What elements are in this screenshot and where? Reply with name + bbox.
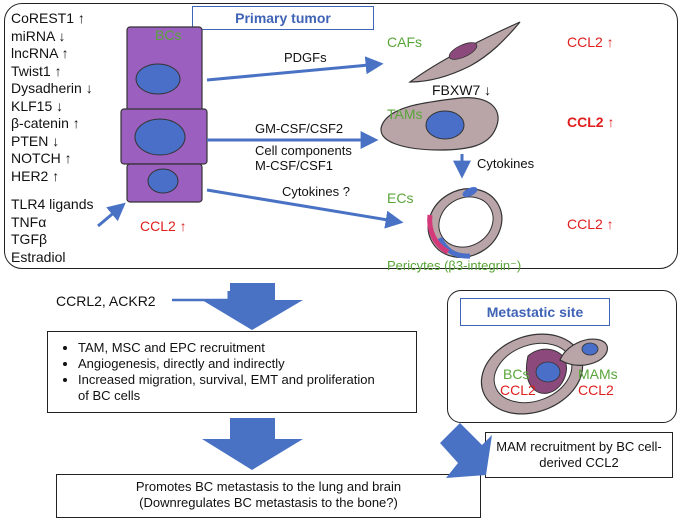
cytokines-label: Cytokines <box>477 156 535 171</box>
caf-cell <box>408 21 521 83</box>
metastatic-mam-cell <box>559 338 608 366</box>
mam-recruitment-text: MAM recruitment by BC cell-derived CCL2 <box>496 439 662 470</box>
pdgfs-label: PDGFs <box>284 50 327 65</box>
cafs-label: CAFs <box>387 34 422 50</box>
regulator-list: CoREST1 ↑ miRNA ↓ lncRNA ↑ Twist1 ↑ Dysa… <box>11 10 93 185</box>
met-bcs-label: BCs <box>503 366 530 382</box>
effect-item: Angiogenesis, directly and indirectly <box>78 356 416 372</box>
bcs-label: BCs <box>155 27 182 43</box>
primary-tumor-panel <box>4 3 678 269</box>
tams-label: TAMs <box>387 106 423 122</box>
effect-item: Increased migration, survival, EMT and p… <box>78 372 388 404</box>
mcsf-label: M-CSF/CSF1 <box>255 158 333 173</box>
metastatic-site-title: Metastatic site <box>460 298 610 326</box>
cell-components-label: Cell components <box>255 143 352 158</box>
vessel-endothelial-cells <box>427 187 503 259</box>
tam-cell <box>380 97 499 151</box>
fbxw7-label: FBXW7 ↓ <box>432 82 492 98</box>
met-mams-label: MAMs <box>578 366 618 382</box>
stimuli-list: TLR4 ligands TNFα TGFβ Estradiol <box>11 196 94 266</box>
mam-recruitment-box: MAM recruitment by BC cell-derived CCL2 <box>485 432 673 478</box>
regulator-item: Twist1 ↑ <box>11 62 62 79</box>
outcome-line-2: (Downregulates BC metastasis to the bone… <box>139 495 398 510</box>
ecs-label: ECs <box>387 190 414 206</box>
inhibitors-label: CCRL2, ACKR2 <box>56 293 156 309</box>
pericytes-label: Pericytes (β3-integrin⁻) <box>387 258 522 273</box>
effects-box: TAM, MSC and EPC recruitment Angiogenesi… <box>47 331 417 413</box>
stimuli-arrow <box>97 202 126 228</box>
bc-cell-stack <box>120 26 208 203</box>
regulator-item: NOTCH ↑ <box>11 150 72 166</box>
regulator-item: HER2 ↑ <box>11 167 60 184</box>
primary-tumor-title: Primary tumor <box>192 6 374 30</box>
metastatic-vessel <box>480 333 584 415</box>
tams-ccl2-label: CCL2 ↑ <box>567 114 615 130</box>
gmcsf-label: GM-CSF/CSF2 <box>255 121 344 136</box>
stimulus-item: TNFα <box>11 213 47 230</box>
down-arrow-lower <box>202 418 303 470</box>
bcs-ccl2-label: CCL2 ↑ <box>140 218 187 234</box>
stimulus-item: Estradiol <box>11 248 66 265</box>
stimulus-item: TGFβ <box>11 231 48 247</box>
regulator-item: CoREST1 ↑ <box>11 10 85 26</box>
cafs-ccl2-label: CCL2 ↑ <box>567 34 614 50</box>
regulator-item: PTEN ↓ <box>11 132 60 149</box>
met-mams-ccl2-label: CCL2 <box>578 382 614 398</box>
met-bcs-ccl2-label: CCL2 <box>500 382 536 398</box>
regulator-item: miRNA ↓ <box>11 27 66 44</box>
metastatic-site-panel <box>447 290 677 423</box>
regulator-item: lncRNA ↑ <box>11 45 69 61</box>
cytokines-q-arrow <box>206 188 404 229</box>
effect-item: TAM, MSC and EPC recruitment <box>78 340 416 356</box>
regulator-item: KLF15 ↓ <box>11 97 64 114</box>
mam-arrow <box>440 423 492 478</box>
regulator-item: Dysadherin ↓ <box>11 80 93 96</box>
outcome-line-1: Promotes BC metastasis to the lung and b… <box>135 479 402 494</box>
down-arrow-upper <box>202 283 303 330</box>
pdgfs-arrow <box>206 56 384 82</box>
regulator-item: β-catenin ↑ <box>11 115 80 131</box>
ecs-ccl2-label: CCL2 ↑ <box>567 216 614 232</box>
stimulus-item: TLR4 ligands <box>11 196 94 212</box>
outcome-box: Promotes BC metastasis to the lung and b… <box>56 474 481 518</box>
cytokines-q-label: Cytokines ? <box>282 184 350 199</box>
